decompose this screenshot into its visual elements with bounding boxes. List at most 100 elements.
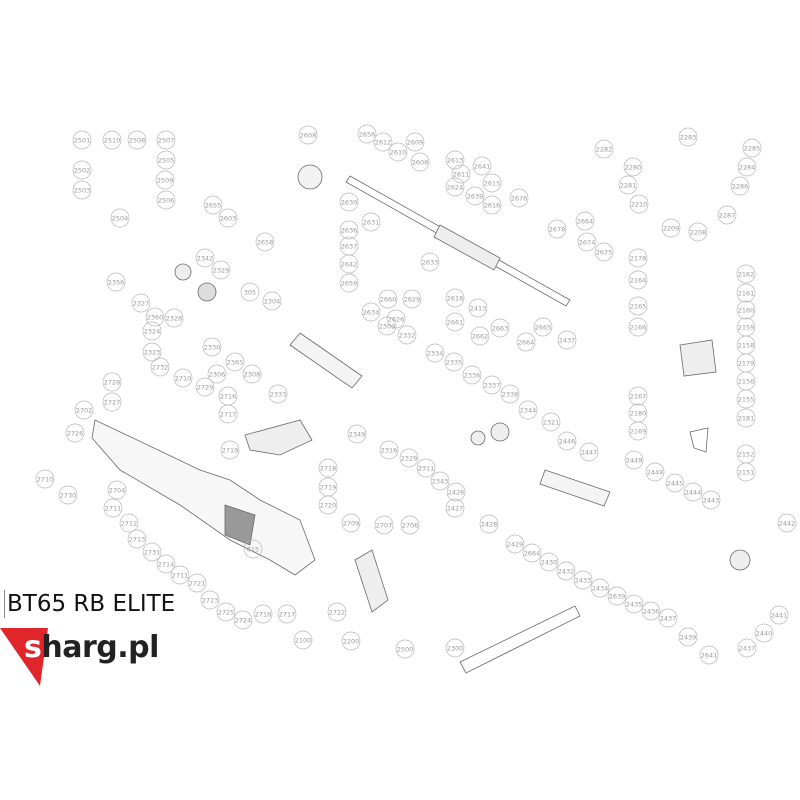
part-label-2428: 2428	[481, 521, 498, 529]
part-label-2160: 2160	[738, 307, 755, 315]
label-circle	[658, 608, 678, 628]
label-circle	[661, 218, 681, 238]
part-label-2333: 2333	[270, 391, 287, 399]
label-circle	[416, 458, 436, 478]
label-circle	[378, 289, 398, 309]
part-label-2706: 2706	[402, 522, 419, 530]
label-circle	[255, 232, 275, 252]
part-label-2300: 2300	[447, 645, 464, 653]
label-circle	[556, 561, 576, 581]
part-label-2365: 2365	[227, 359, 244, 367]
label-circle	[730, 176, 750, 196]
label-circle	[170, 565, 190, 585]
trigger	[689, 427, 709, 453]
label-circle	[579, 442, 599, 462]
label-circle	[357, 124, 377, 144]
label-circle	[594, 242, 614, 262]
label-circle	[717, 205, 737, 225]
label-circle	[547, 219, 567, 239]
label-circle	[220, 440, 240, 460]
label-circle	[607, 586, 627, 606]
part-label-2164: 2164	[630, 277, 647, 285]
part-label-2360: 2360	[147, 314, 164, 322]
part-label-2658: 2658	[257, 239, 274, 247]
part-label-2661: 2661	[447, 319, 464, 327]
part-label-2726: 2726	[67, 430, 84, 438]
label-circle	[156, 150, 176, 170]
part-label-2642: 2642	[341, 261, 358, 269]
piston-ring	[470, 430, 486, 446]
trigger-housing	[679, 339, 717, 377]
label-circle	[445, 638, 465, 658]
label-circle	[465, 186, 485, 206]
sharg-logo[interactable]: sharg.pl	[0, 628, 180, 688]
label-circle	[243, 539, 263, 559]
label-circle	[207, 364, 227, 384]
part-label-2633: 2633	[422, 259, 439, 267]
muzzle-cap	[729, 549, 751, 571]
part-label-2309: 2309	[379, 323, 396, 331]
label-circle	[318, 495, 338, 515]
part-label-2505: 2505	[158, 157, 175, 165]
part-label-2441: 2441	[771, 612, 788, 620]
label-circle	[736, 408, 756, 428]
part-label-2180: 2180	[630, 410, 647, 418]
part-label-2728: 2728	[104, 379, 121, 387]
part-label-2719: 2719	[222, 447, 239, 455]
label-circle	[386, 309, 406, 329]
label-circle	[541, 412, 561, 432]
part-label-2432: 2432	[558, 568, 575, 576]
label-circle	[451, 164, 471, 184]
label-circle	[736, 300, 756, 320]
label-circle	[110, 208, 130, 228]
part-label-2282: 2282	[596, 146, 613, 154]
label-circle	[509, 188, 529, 208]
part-label-2655: 2655	[205, 202, 222, 210]
label-circle	[445, 288, 465, 308]
label-circle	[195, 377, 215, 397]
part-label-2508: 2508	[129, 137, 146, 145]
part-label-2167: 2167	[630, 393, 647, 401]
label-circle	[425, 343, 445, 363]
part-label-2179: 2179	[738, 360, 755, 368]
part-label-2430: 2430	[541, 559, 558, 567]
label-circle	[395, 639, 415, 659]
part-label-2717: 2717	[220, 411, 237, 419]
part-label-2356: 2356	[108, 279, 125, 287]
part-label-2709: 2709	[343, 520, 360, 528]
label-circle	[72, 160, 92, 180]
part-label-2624: 2624	[447, 184, 464, 192]
part-label-2209: 2209	[663, 225, 680, 233]
label-circle	[373, 132, 393, 152]
part-label-2181: 2181	[738, 415, 755, 423]
part-label-2437: 2437	[739, 645, 756, 653]
label-circle	[482, 173, 502, 193]
label-circle	[142, 542, 162, 562]
part-label-2436: 2436	[643, 608, 660, 616]
label-circle	[736, 389, 756, 409]
label-circle	[754, 623, 774, 643]
part-label-2334: 2334	[427, 350, 444, 358]
part-label-2729: 2729	[197, 384, 214, 392]
label-circle	[102, 392, 122, 412]
lower-barrel	[459, 605, 581, 674]
label-circle	[35, 469, 55, 489]
front-sight	[174, 263, 192, 281]
part-label-2500: 2500	[397, 646, 414, 654]
part-label-2504: 2504	[112, 215, 129, 223]
label-circle	[624, 450, 644, 470]
label-circle	[505, 534, 525, 554]
label-circle	[628, 317, 648, 337]
label-circle	[736, 264, 756, 284]
part-label-2675: 2675	[596, 249, 613, 257]
part-label-2343: 2343	[432, 478, 449, 486]
part-label-2608: 2608	[300, 132, 317, 140]
label-circle	[683, 482, 703, 502]
label-circle	[736, 462, 756, 482]
label-circle	[142, 321, 162, 341]
part-label-2281: 2281	[620, 182, 637, 190]
part-label-2200: 2200	[343, 638, 360, 646]
label-circle	[131, 293, 151, 313]
label-circle	[225, 352, 245, 372]
part-label-2639: 2639	[609, 593, 626, 601]
